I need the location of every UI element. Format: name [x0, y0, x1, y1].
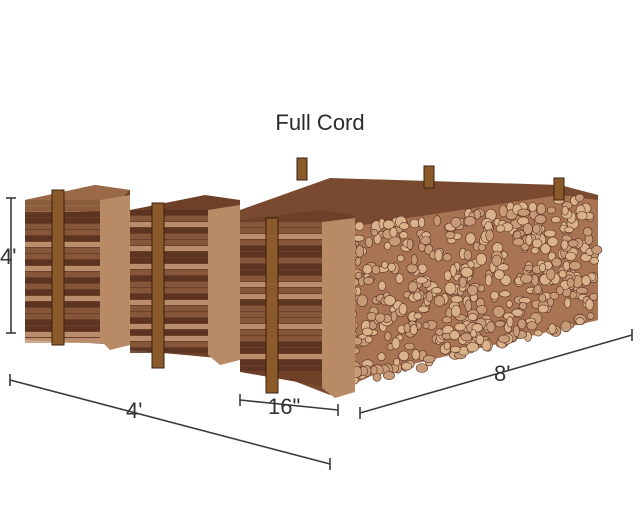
- height-label: 4': [0, 244, 17, 269]
- piece-length-label: 16": [268, 394, 301, 419]
- length-label: 8': [494, 361, 511, 386]
- dimension-lines: [6, 197, 633, 470]
- woodpile-row-2: [130, 195, 240, 365]
- support-posts: [51, 157, 565, 394]
- width-label: 4': [126, 398, 143, 423]
- diagram-title: Full Cord: [275, 110, 365, 135]
- woodpile-row-1: [25, 185, 130, 350]
- woodpile-row-3: [240, 210, 355, 398]
